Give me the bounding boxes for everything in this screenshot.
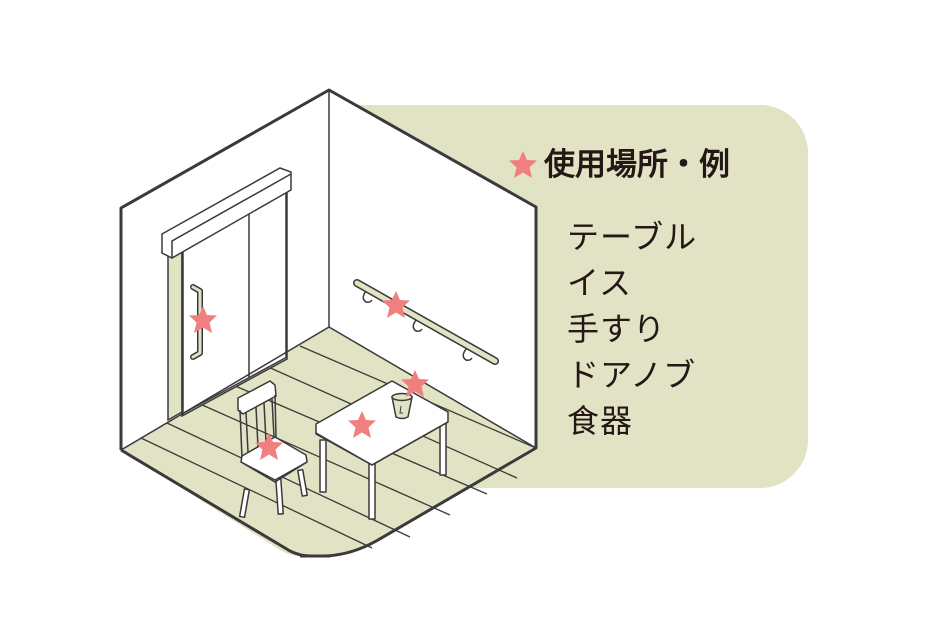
chair (237, 380, 308, 519)
legend-item-chair: イス (567, 264, 633, 302)
legend-item-tableware: 食器 (567, 402, 634, 440)
cup (391, 392, 413, 420)
sliding-door (161, 167, 292, 422)
legend-title-text: 使用場所・例 (544, 147, 730, 183)
room-outline (119, 88, 538, 558)
star-icon (509, 151, 537, 178)
wall-handrail (353, 279, 499, 365)
legend-list: テーブル イス 手すり ドアノブ 食器 (567, 214, 697, 444)
legend-title: 使用場所・例 (508, 146, 730, 184)
table (315, 380, 449, 520)
legend-item-handrail: 手すり (567, 310, 667, 348)
legend-item-doorknob: ドアノブ (567, 356, 697, 394)
legend-item-table: テーブル (567, 218, 698, 256)
